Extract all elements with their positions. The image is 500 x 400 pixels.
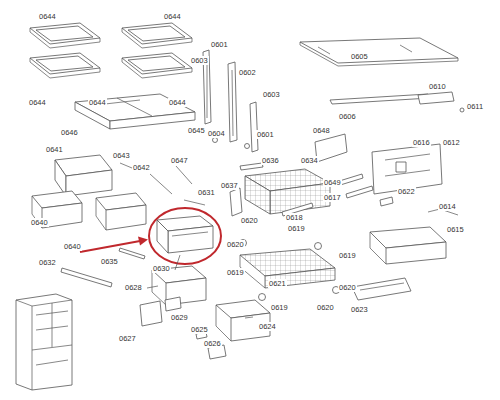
crisper-drawer [32, 191, 146, 230]
pointer-arrow [80, 237, 148, 253]
callout-number: 0620 [240, 216, 259, 225]
callout-number: 0637 [220, 181, 239, 190]
storage-bin [157, 216, 213, 253]
callout-number: 0628 [124, 283, 143, 292]
shelf-bracket [315, 134, 458, 215]
refrigerator [16, 294, 72, 390]
callout-number: 0648 [312, 126, 331, 135]
callout-number: 0634 [300, 156, 319, 165]
callout-number: 0644 [28, 98, 47, 107]
callout-number: 0636 [261, 156, 280, 165]
callout-number: 0602 [238, 68, 257, 77]
callout-number: 0616 [412, 138, 431, 147]
callout-number: 0644 [168, 98, 187, 107]
callout-number: 0640 [63, 242, 82, 251]
callout-number: 0601 [210, 40, 229, 49]
callout-number: 0606 [338, 112, 357, 121]
callout-number: 0601 [256, 130, 275, 139]
callout-number: 0604 [207, 129, 226, 138]
callout-number: 0620 [226, 240, 245, 249]
callout-number: 0619 [226, 268, 245, 277]
callout-number: 0625 [190, 325, 209, 334]
callout-number: 0611 [466, 102, 484, 111]
callout-number: 0645 [187, 126, 206, 135]
callout-number: 0627 [118, 334, 137, 343]
door-tray [352, 227, 446, 300]
callout-number: 0649 [323, 178, 342, 187]
callout-number: 0619 [338, 251, 357, 260]
callout-number: 0612 [442, 138, 461, 147]
shelf-frame [30, 23, 100, 78]
callout-number: 0619 [287, 224, 306, 233]
callout-number: 0603 [262, 90, 281, 99]
callout-number: 0620 [316, 303, 335, 312]
highlight-circle [149, 208, 221, 264]
callout-number: 0631 [197, 188, 216, 197]
callout-number: 0641 [45, 145, 64, 154]
storage-bin [140, 266, 226, 359]
side-rail [203, 50, 258, 152]
callout-number: 0646 [60, 128, 79, 137]
callout-number: 0618 [285, 213, 304, 222]
callout-number: 0620 [338, 283, 357, 292]
slide-rail [61, 248, 145, 287]
callout-number: 0626 [203, 339, 222, 348]
callout-number: 0647 [170, 156, 189, 165]
shelf-tray [75, 94, 195, 129]
callout-number: 0622 [397, 187, 416, 196]
callout-number: 0644 [38, 12, 57, 21]
callout-number: 0605 [350, 52, 369, 61]
callout-number: 0635 [100, 257, 119, 266]
glass-shelf [300, 38, 464, 112]
callout-number: 0630 [152, 264, 171, 273]
callout-number: 0603 [190, 56, 209, 65]
callout-number: 0642 [132, 163, 151, 172]
callout-number: 0629 [170, 313, 189, 322]
callout-number: 0644 [163, 12, 182, 21]
callout-number: 0615 [446, 225, 465, 234]
callout-number: 0619 [270, 303, 289, 312]
callout-number: 0640 [30, 218, 49, 227]
callout-number: 0621 [268, 279, 287, 288]
callout-number: 0643 [112, 151, 131, 160]
callout-number: 0624 [258, 322, 277, 331]
wire-basket [240, 240, 340, 301]
wire-basket [230, 163, 330, 216]
callout-number: 0617 [323, 193, 342, 202]
shelf-frame [122, 23, 192, 78]
callout-number: 0610 [428, 82, 447, 91]
callout-number: 0644 [88, 98, 107, 107]
callout-number: 0623 [350, 305, 369, 314]
leader-line [147, 255, 285, 318]
storage-bin [216, 300, 270, 341]
callout-number: 0614 [438, 202, 457, 211]
callout-number: 0632 [38, 258, 57, 267]
